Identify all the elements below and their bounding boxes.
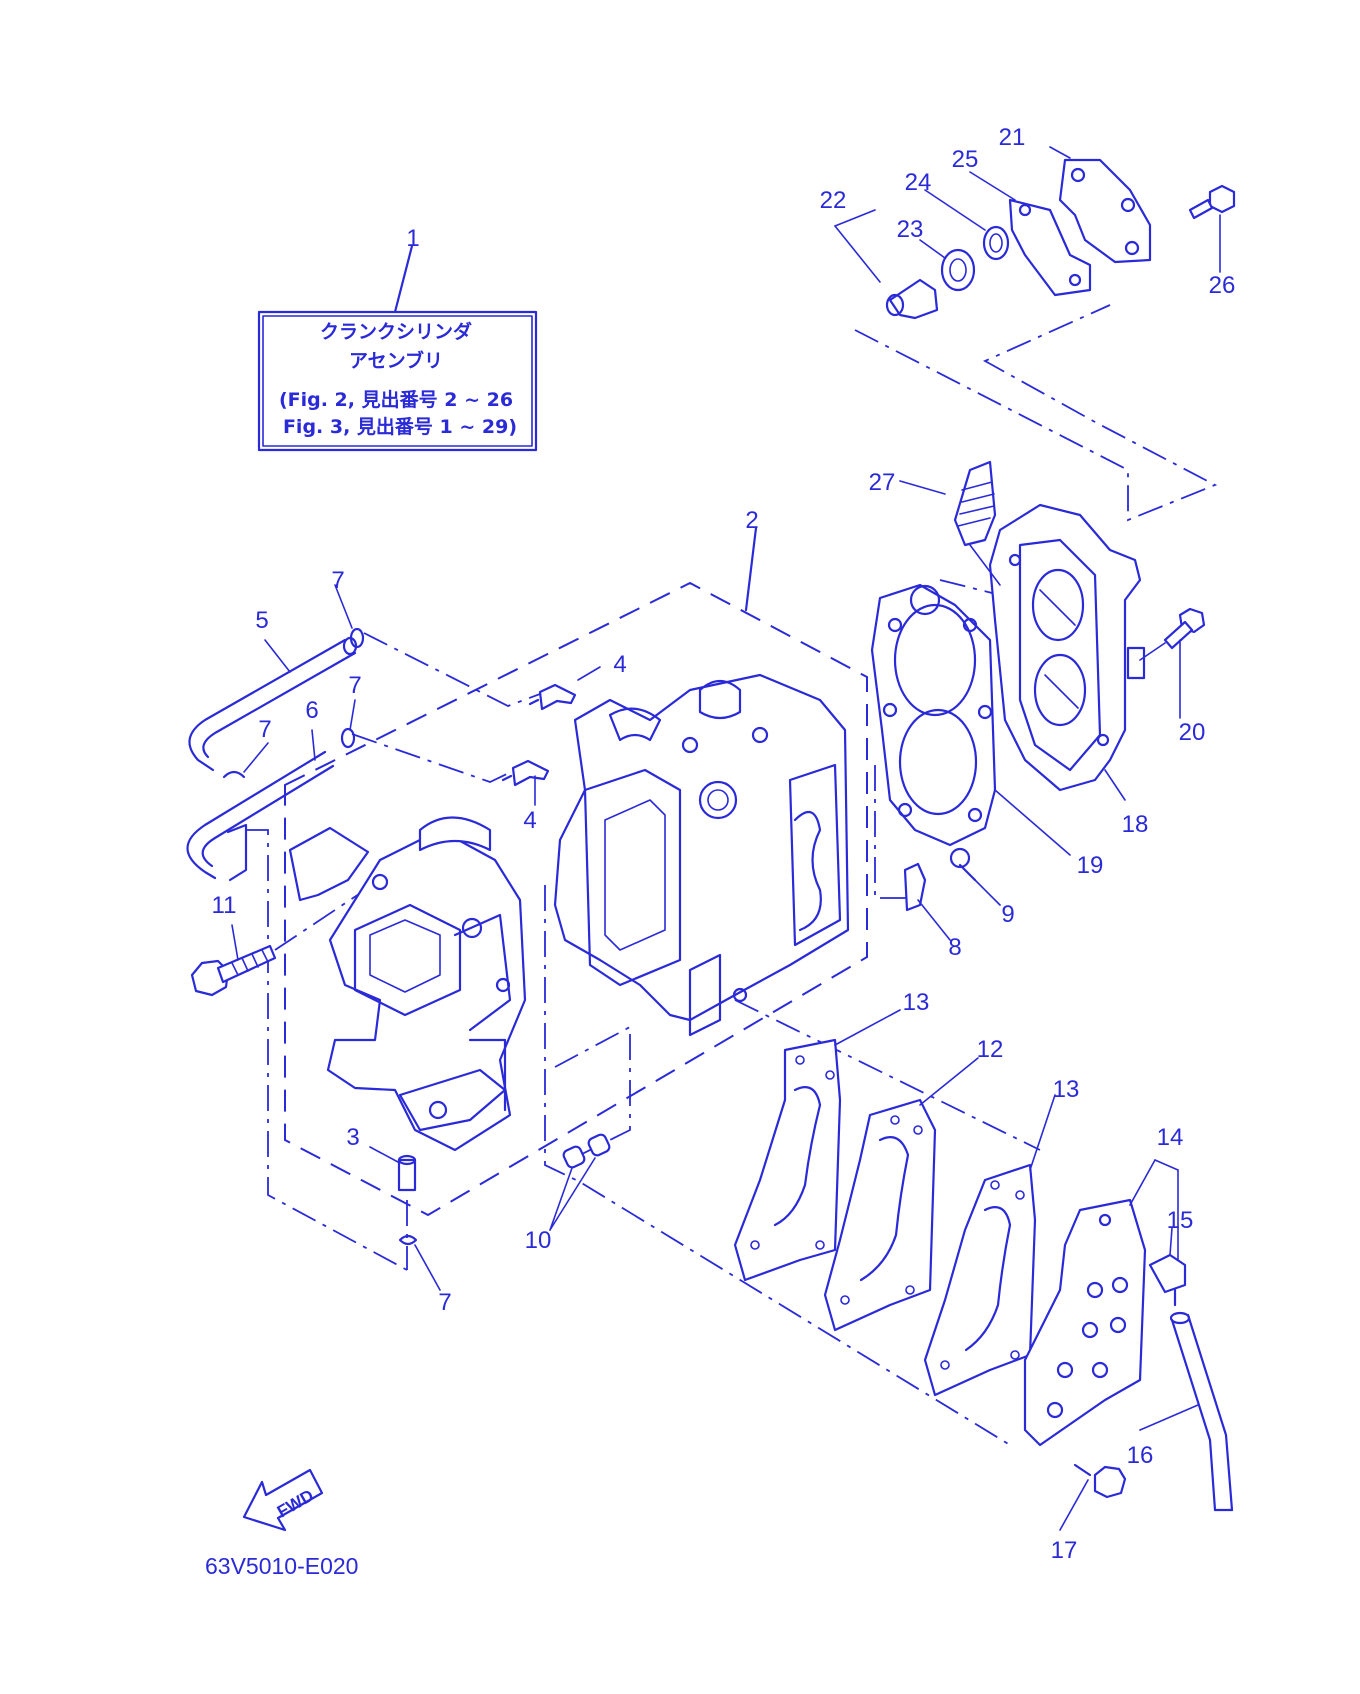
callout-12: 12 [977, 1036, 1004, 1063]
fitting-15 [1148, 1253, 1187, 1307]
callout-15: 15 [1167, 1207, 1194, 1234]
callout-13-left: 13 [903, 989, 930, 1016]
callout-19: 19 [1077, 852, 1104, 879]
callout-16: 16 [1127, 1442, 1154, 1469]
callout-20: 20 [1179, 719, 1206, 746]
bolt-17 [1073, 1463, 1127, 1499]
callout-13-right: 13 [1053, 1076, 1080, 1103]
info-box-line-3: (Fig. 2, 見出番号 2 ~ 26 [279, 388, 513, 411]
callout-26: 26 [1209, 272, 1236, 299]
callout-7-d: 7 [438, 1289, 451, 1316]
cylinder-head-18 [988, 503, 1146, 792]
callout-25: 25 [952, 146, 979, 173]
callout-3: 3 [346, 1124, 359, 1151]
exhaust-gasket-13-left [733, 1038, 842, 1282]
callout-22: 22 [820, 187, 847, 214]
hose-16 [1169, 1311, 1234, 1512]
bolt-20 [1139, 607, 1206, 661]
clips-7 [222, 627, 418, 1246]
thermostat-parts [885, 158, 1236, 320]
callout-4-upper: 4 [613, 651, 626, 678]
head-gasket-19 [870, 583, 997, 847]
dowels-10 [562, 1133, 611, 1169]
callout-7-a: 7 [331, 567, 344, 594]
callout-23: 23 [897, 216, 924, 243]
callout-18: 18 [1122, 811, 1149, 838]
assembly-info-box: クランクシリンダ アセンブリ (Fig. 2, 見出番号 2 ~ 26 Fig.… [257, 244, 538, 452]
crankcase-left [288, 816, 527, 1152]
callout-numbers: 1 2 3 4 4 5 6 7 7 7 7 8 9 10 11 12 13 13… [212, 124, 1236, 1564]
spark-plug-27 [953, 460, 1001, 586]
crankcase-right [553, 673, 850, 1037]
callout-8: 8 [948, 934, 961, 961]
pin-3 [397, 1154, 417, 1192]
callout-21: 21 [999, 124, 1026, 151]
info-box-line-2: アセンブリ [349, 349, 443, 372]
info-box-line-4: Fig. 3, 見出番号 1 ~ 29) [283, 415, 517, 438]
hose-6 [186, 750, 335, 882]
callout-10: 10 [525, 1227, 552, 1254]
callout-5: 5 [255, 607, 268, 634]
exhaust-cover-14 [1023, 1198, 1147, 1447]
callout-27: 27 [869, 469, 896, 496]
callout-leaders [231, 146, 1221, 1531]
callout-24: 24 [905, 169, 932, 196]
callout-2: 2 [745, 507, 758, 534]
bolt-9 [949, 847, 977, 882]
bracket-8 [903, 862, 927, 912]
callout-1: 1 [406, 225, 419, 252]
info-box-line-1: クランクシリンダ [320, 320, 472, 343]
callout-7-b: 7 [348, 672, 361, 699]
callout-6: 6 [305, 697, 318, 724]
forward-arrow: FWD [242, 1468, 324, 1532]
callout-17: 17 [1051, 1537, 1078, 1564]
callout-11: 11 [212, 892, 237, 919]
exhaust-plate-12 [823, 1098, 937, 1332]
fittings-4 [501, 683, 577, 787]
callout-14: 14 [1157, 1124, 1184, 1151]
callout-9: 9 [1001, 901, 1014, 928]
drawing-code: 63V5010-E020 [205, 1553, 358, 1579]
callout-7-c: 7 [258, 716, 271, 743]
bolt-11 [190, 879, 381, 997]
callout-4-lower: 4 [523, 807, 536, 834]
assembly-boundary [284, 526, 868, 1217]
hose-5 [188, 636, 358, 772]
exhaust-gasket-13-right [923, 1163, 1037, 1397]
